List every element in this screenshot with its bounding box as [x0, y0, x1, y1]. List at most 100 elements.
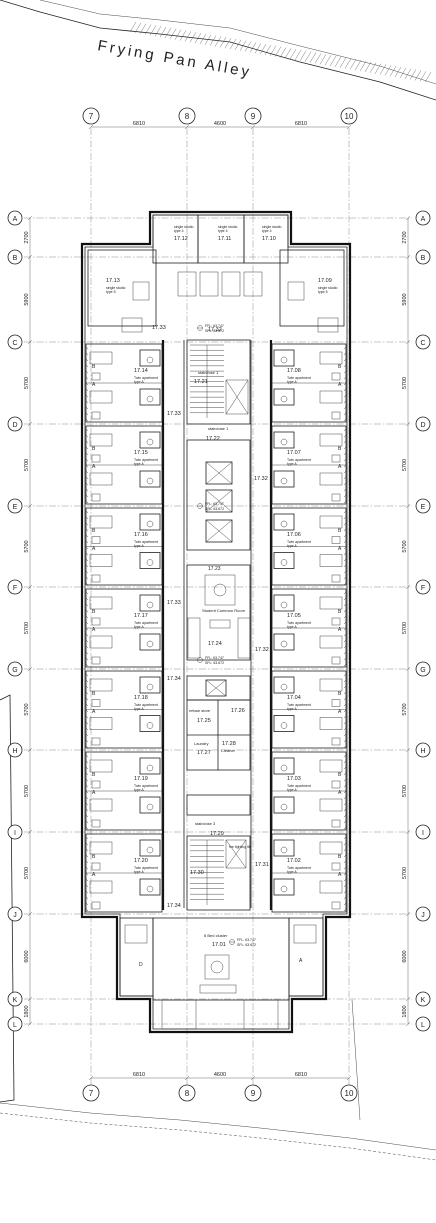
grid-label-row: E: [13, 504, 18, 511]
corridor-left-top: 17.33: [152, 325, 166, 331]
room-number-left: 17.18: [134, 695, 148, 701]
grid-bubble-col: [244, 1084, 262, 1102]
corridor-left-lower: 17.34: [167, 676, 181, 682]
dim-row-spacing: 5700: [402, 459, 408, 471]
label-student-room: Student Common Room: [202, 608, 246, 613]
apt-bedroom-a-left: A: [92, 627, 96, 633]
lift-car: [205, 489, 233, 513]
grid-bubble-row: [415, 579, 431, 595]
grid-label-row: C: [12, 340, 17, 347]
desk: [331, 862, 341, 871]
apt-bedroom-b-left: B: [92, 364, 96, 370]
dim-row-spacing: 5700: [402, 867, 408, 879]
grid-bubble-col: [82, 1084, 100, 1102]
grid-bubble-row: [415, 824, 431, 840]
bathroom-pod: [273, 633, 295, 651]
desk: [331, 617, 341, 626]
adjacent-building-left: [0, 694, 15, 1103]
desk: [91, 901, 101, 910]
grid-bubble-row: [7, 991, 23, 1007]
grid-label-row: K: [421, 997, 426, 1004]
bed: [319, 678, 343, 692]
room-name-right: Twin apartment: [287, 621, 311, 625]
bathroom-pod: [139, 757, 161, 775]
room-name-left: Twin apartment: [134, 458, 158, 462]
dim-row-spacing: 5700: [24, 540, 30, 552]
bathroom-pod: [139, 839, 161, 857]
desk: [331, 574, 341, 583]
bed: [319, 390, 343, 404]
room-type-right: type A: [287, 544, 297, 548]
grid-bubble-row: [7, 334, 23, 350]
room-number-top: 17.11: [218, 236, 231, 242]
apt-bedroom-a-right: A: [338, 709, 342, 715]
dim-row-spacing: 5700: [24, 785, 30, 797]
grid-label-col: 8: [185, 1089, 190, 1098]
bathroom-pod: [139, 878, 161, 896]
room-number-left: 17.14: [134, 368, 148, 374]
label-cleaner-num: 17.28: [222, 741, 236, 747]
label-refuse: refuse store: [189, 708, 211, 713]
bed: [319, 596, 343, 610]
label-lobby2: 17.23: [208, 566, 221, 572]
bathroom-pod: [139, 388, 161, 406]
grid-label-row: H: [12, 748, 17, 755]
grid-bubble-row: [7, 416, 23, 432]
grid-label-row: K: [13, 997, 18, 1004]
bed: [319, 841, 343, 855]
room-type-left: type 5: [106, 290, 116, 294]
building-outline: [80, 210, 352, 1034]
level-sfl: SFL: 63.672: [205, 329, 224, 333]
room-type-left: type A: [134, 462, 144, 466]
corridor-right-lower: 17.31: [255, 862, 269, 868]
room-type-left: type A: [134, 625, 144, 629]
apt-bedroom-b-right: B: [338, 691, 342, 697]
room-type-left: type A: [134, 870, 144, 874]
level-ffl: FFL: 63.747: [205, 324, 224, 328]
bathroom-pod: [139, 349, 161, 367]
grid-bubble-row: [415, 1016, 431, 1032]
apt-bedroom-b-left: B: [92, 528, 96, 534]
grid-bubble-row: [415, 906, 431, 922]
dim-row-spacing: 5900: [402, 293, 408, 305]
bed: [319, 433, 343, 447]
dim-col-spacing: 4600: [214, 1072, 226, 1078]
room-number-right: 17.09: [318, 278, 332, 284]
bathroom-pod: [273, 552, 295, 569]
label-stair1b-num: 17.22: [206, 436, 220, 442]
apt-bedroom-b-left: B: [92, 691, 96, 697]
grid-label-row: H: [420, 748, 425, 755]
apartments-right: [271, 343, 347, 913]
grid-bubble-row: [7, 249, 23, 265]
grid-bubble-row: [415, 742, 431, 758]
apt-bedroom-a-right: A: [338, 464, 342, 470]
corridor-right-top: 17.32: [254, 476, 268, 482]
street-name: Frying Pan Alley: [96, 37, 253, 81]
apt-bedroom-b-right: B: [338, 528, 342, 534]
room-name-right: Twin apartment: [287, 784, 311, 788]
room-name-right: Twin apartment: [287, 376, 311, 380]
bathroom-pod: [139, 676, 161, 694]
grid-bubble-row: [7, 824, 23, 840]
grid-bubble-row: [7, 1016, 23, 1032]
grid-label-row: F: [421, 585, 425, 592]
bathroom-pod: [273, 676, 295, 694]
grid-label-col: 10: [345, 112, 354, 121]
apartments-left: [85, 343, 163, 913]
label-laundry-num: 17.27: [197, 750, 211, 756]
desk: [331, 372, 341, 381]
label-stair1: stairclose 1: [198, 370, 219, 375]
grid-bubble-row: [7, 906, 23, 922]
label-stair-lower: 17.30: [190, 870, 204, 876]
bed: [89, 678, 113, 692]
room-name-left: Twin apartment: [134, 784, 158, 788]
grid-label-row: F: [13, 585, 17, 592]
grid-label-row: G: [12, 667, 17, 674]
desk: [91, 819, 101, 828]
apt-bedroom-b-right: B: [338, 609, 342, 615]
room-name-right: Twin apartment: [287, 866, 311, 870]
dim-row-spacing: 5900: [24, 293, 30, 305]
